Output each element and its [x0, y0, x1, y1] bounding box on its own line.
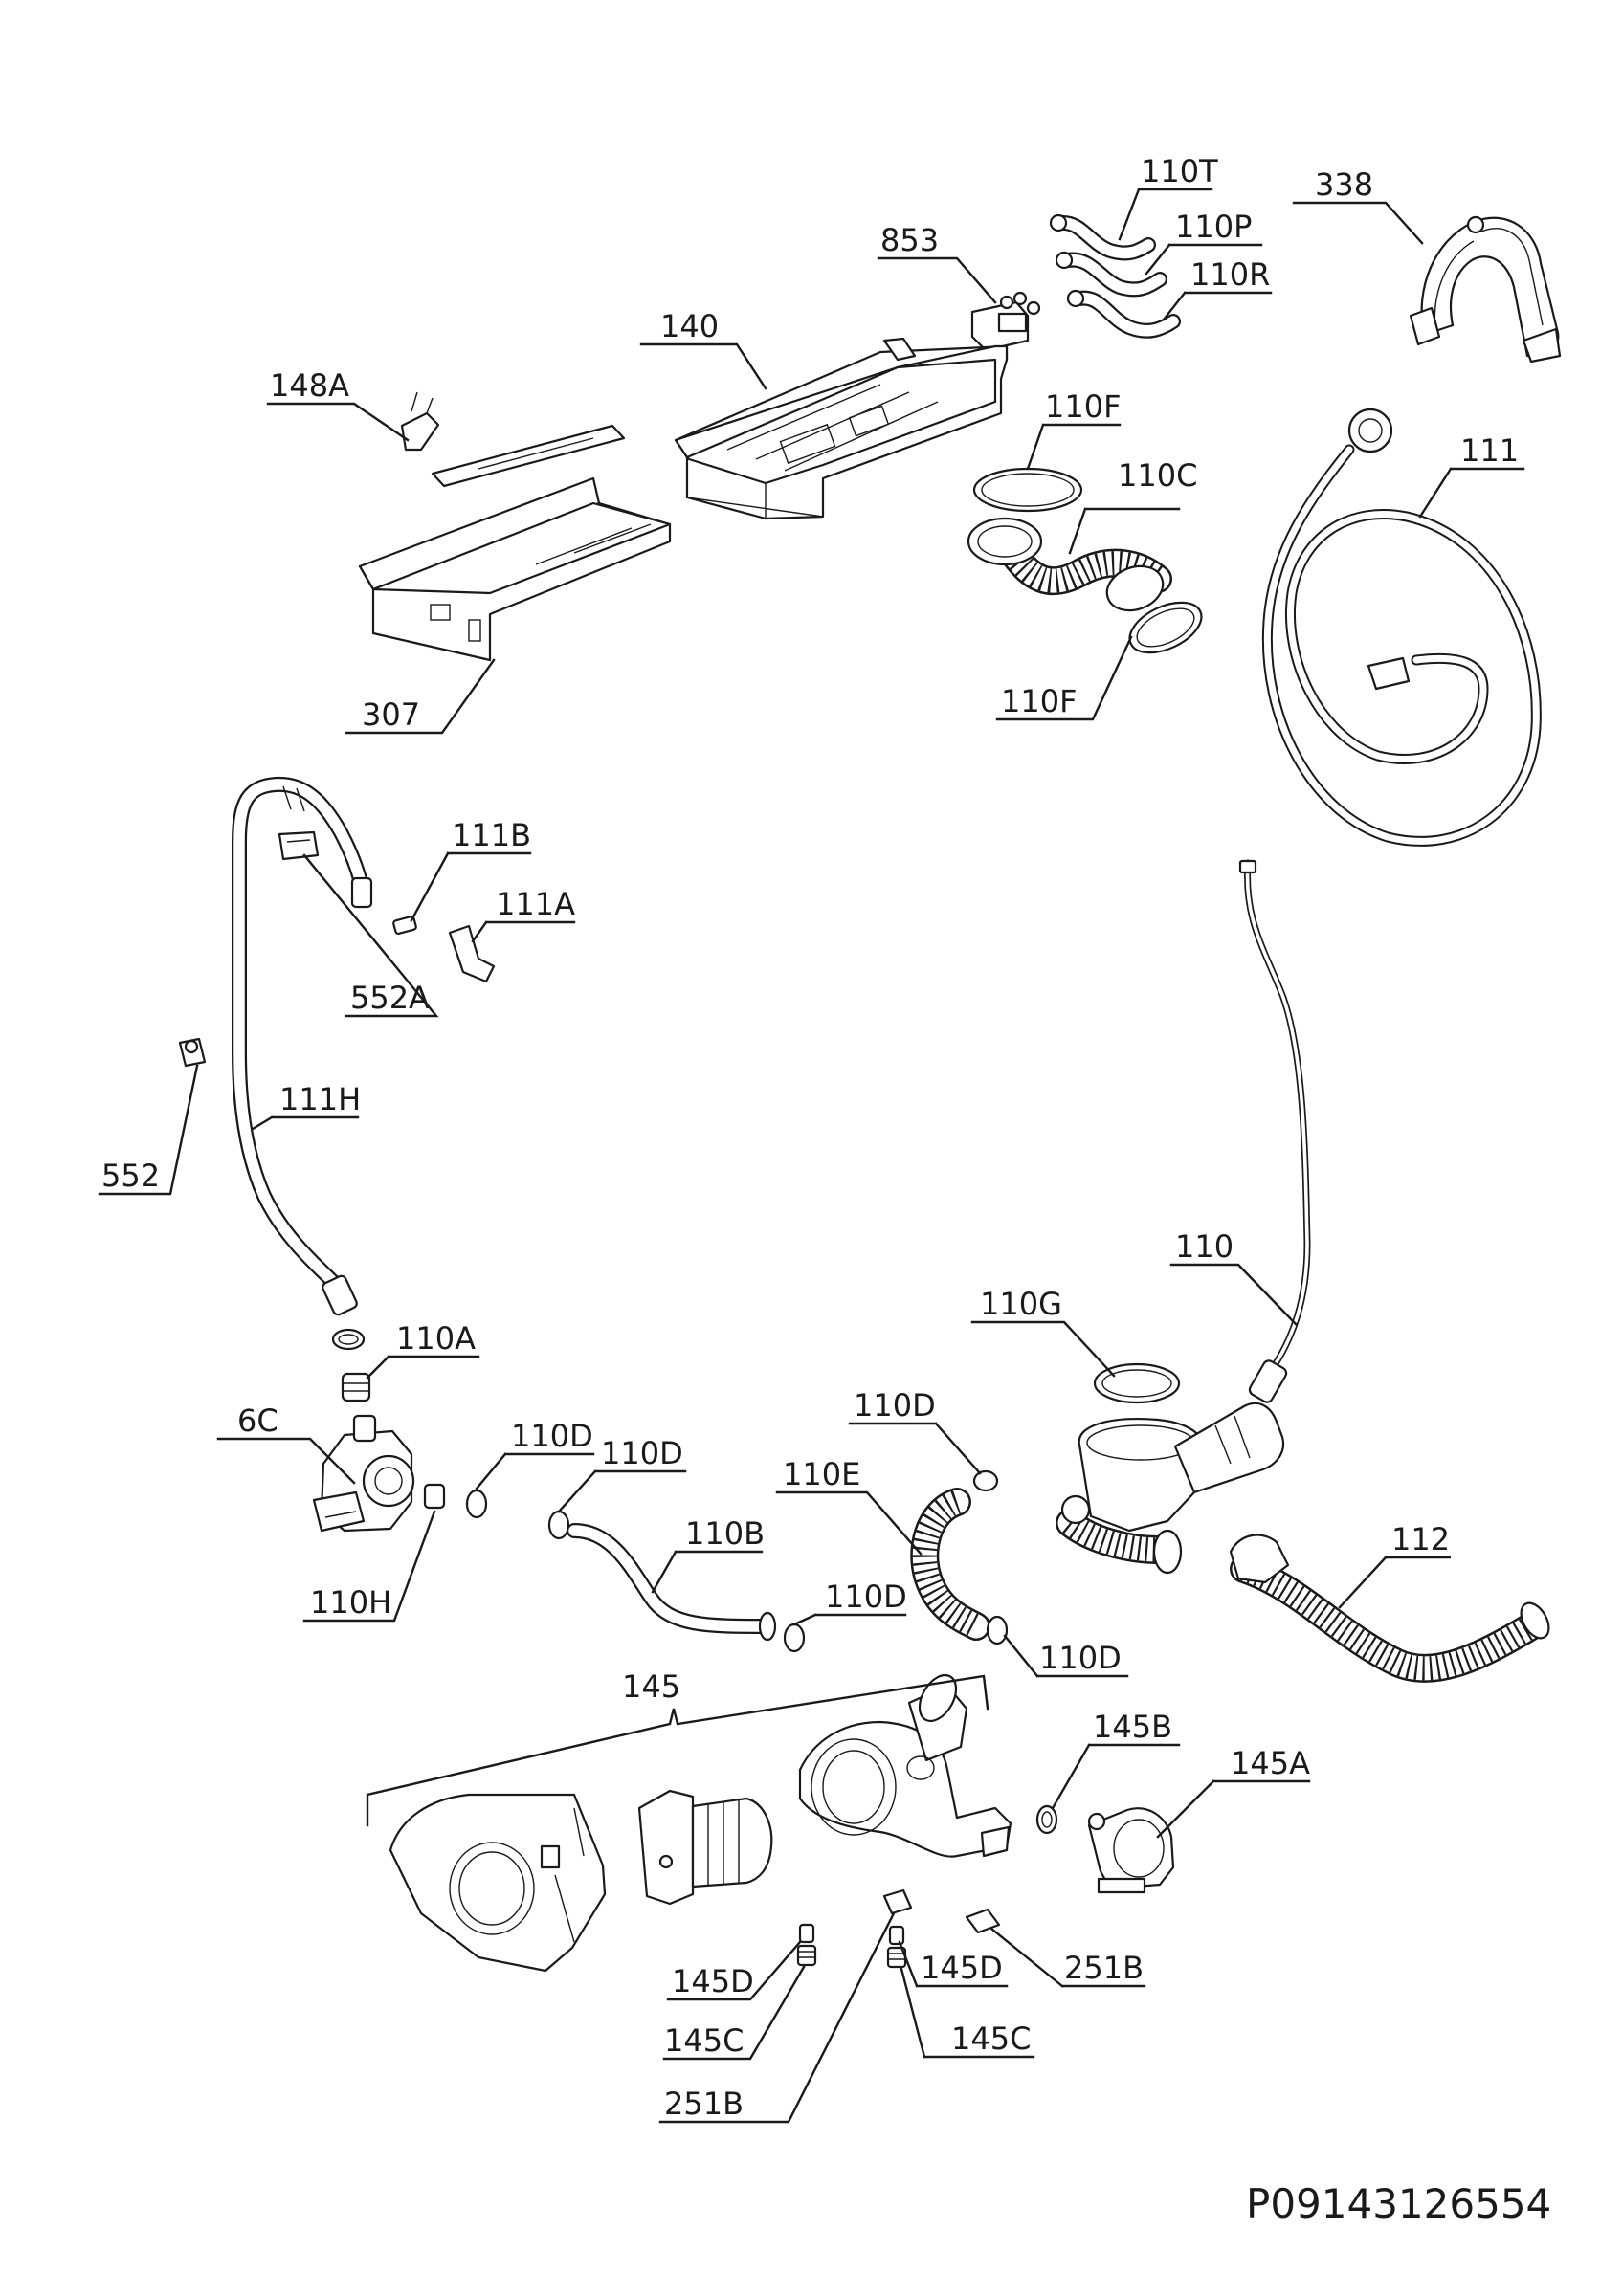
- label-110: 110: [1175, 1228, 1234, 1265]
- part-145D-cap-2: [888, 1925, 905, 1946]
- part-filter-insert: [637, 1789, 773, 1906]
- label-110E: 110E: [783, 1456, 860, 1492]
- label-110A: 110A: [396, 1320, 476, 1357]
- label-110D-1: 110D: [511, 1418, 593, 1454]
- part-110T-hose: [1049, 213, 1156, 261]
- label-251B-2: 251B: [664, 2086, 744, 2122]
- part-251B-seal-2: [965, 1908, 1001, 1934]
- part-sump-assembly: [1056, 1359, 1288, 1575]
- label-110D-2: 110D: [601, 1435, 683, 1471]
- part-110D-clamp-2: [547, 1510, 570, 1540]
- part-110F-ring-top: [972, 467, 1083, 513]
- label-110B: 110B: [685, 1515, 765, 1552]
- leader-lines: [98, 188, 1525, 2124]
- part-110D-clamp-5: [986, 1615, 1009, 1645]
- part-110D-clamp-1: [465, 1489, 488, 1519]
- label-112: 112: [1391, 1521, 1450, 1557]
- part-110C-bellows: [967, 517, 1172, 612]
- part-140-dispenser-housing: [674, 337, 1009, 520]
- label-853: 853: [880, 222, 939, 258]
- document-code: P09143126554: [1246, 2180, 1551, 2227]
- label-110F-bottom: 110F: [1001, 683, 1077, 719]
- label-110D-4: 110D: [825, 1578, 907, 1615]
- part-145C-spring-1: [796, 1944, 817, 1967]
- part-110D-clamp-4: [783, 1623, 806, 1653]
- part-110R-hose: [1066, 289, 1181, 339]
- part-145A-valve: [1087, 1807, 1175, 1894]
- part-145B-ring: [1035, 1804, 1058, 1835]
- part-112-drain-hose: [1229, 1534, 1550, 1683]
- part-labels: 110T 338 853 110P 110R 140 148A 110F 110…: [101, 153, 1551, 2227]
- label-111: 111: [1460, 432, 1519, 469]
- label-145B: 145B: [1093, 1709, 1172, 1745]
- label-111A: 111A: [496, 886, 575, 922]
- part-110F-ring-bottom: [1128, 601, 1203, 654]
- part-111-inlet-hose: [1261, 408, 1542, 847]
- part-145D-cap-1: [798, 1923, 815, 1944]
- part-110G-ring: [1093, 1362, 1181, 1404]
- label-145A: 145A: [1231, 1745, 1310, 1781]
- part-connector: [341, 1372, 371, 1402]
- part-552-clip: [178, 1037, 207, 1068]
- label-145D-2: 145D: [921, 1950, 1003, 1986]
- part-338-hose-bracket: [1409, 215, 1562, 364]
- label-145D-1: 145D: [672, 1963, 754, 1999]
- part-filter-housing: [798, 1674, 1012, 1858]
- label-552A: 552A: [350, 980, 430, 1016]
- label-110F-top: 110F: [1045, 388, 1121, 425]
- label-552: 552: [101, 1158, 160, 1194]
- label-110D-3: 110D: [854, 1387, 936, 1424]
- label-145: 145: [622, 1668, 680, 1705]
- label-148A: 148A: [270, 367, 349, 404]
- part-111H-hose: [232, 776, 373, 1316]
- part-853-valve: [970, 291, 1041, 352]
- part-552A-clip: [278, 830, 320, 861]
- bracket-145: [366, 1674, 989, 1827]
- label-110C: 110C: [1118, 457, 1197, 494]
- label-110R: 110R: [1190, 256, 1270, 293]
- label-307: 307: [362, 696, 420, 733]
- label-111H: 111H: [279, 1081, 361, 1117]
- label-111B: 111B: [452, 817, 531, 853]
- label-145C-1: 145C: [664, 2022, 744, 2059]
- label-6C: 6C: [237, 1402, 278, 1439]
- label-145C-2: 145C: [951, 2020, 1031, 2057]
- label-110P: 110P: [1175, 209, 1252, 245]
- part-145-filter-housing-cover: [389, 1793, 607, 1973]
- part-110H-sleeve: [423, 1483, 446, 1510]
- label-110T: 110T: [1141, 153, 1218, 189]
- label-110G: 110G: [980, 1286, 1062, 1322]
- part-110D-clamp-3: [972, 1469, 999, 1492]
- part-110-pressure-hose: [1238, 859, 1311, 1372]
- part-110E-corrugated-hose: [910, 1488, 990, 1641]
- label-338: 338: [1315, 166, 1373, 203]
- label-110H: 110H: [310, 1584, 391, 1621]
- part-148A-clip: [400, 391, 440, 452]
- label-110D-5: 110D: [1039, 1640, 1122, 1676]
- label-140: 140: [660, 308, 719, 344]
- part-110P-hose: [1055, 251, 1167, 298]
- part-110B-hose: [567, 1523, 777, 1642]
- part-6C-drain-pump: [312, 1414, 415, 1533]
- label-251B-1: 251B: [1064, 1950, 1144, 1986]
- part-110A-clamp: [331, 1328, 366, 1351]
- part-307-dispenser-drawer: [358, 424, 672, 662]
- part-251B-seal-1: [882, 1888, 913, 1915]
- part-111A-elbow: [448, 924, 496, 983]
